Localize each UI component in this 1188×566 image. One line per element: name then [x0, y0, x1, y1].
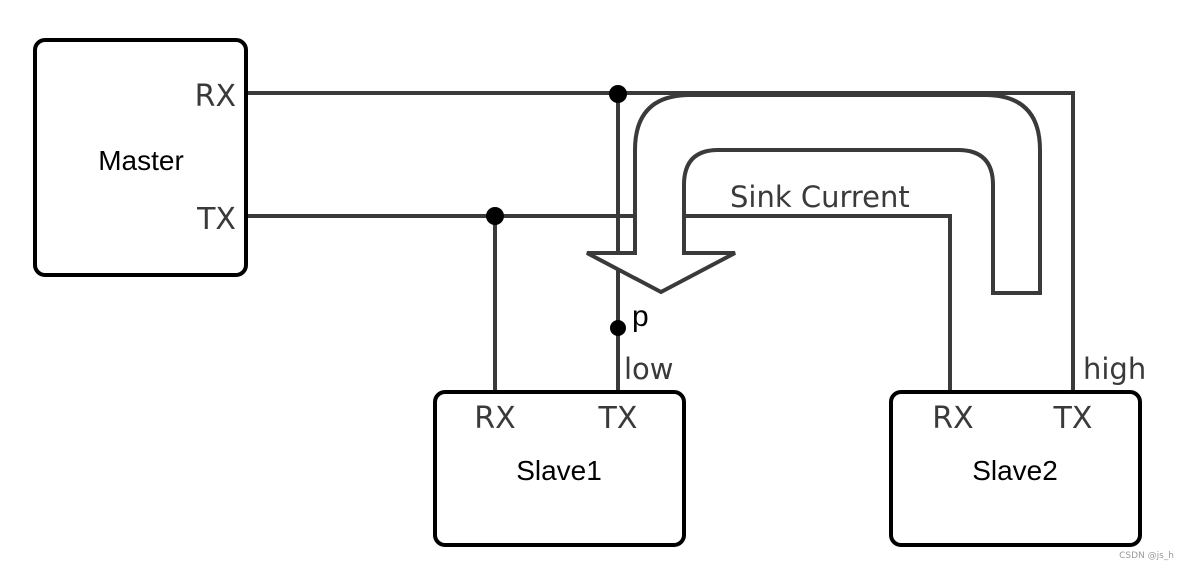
junction-dot-rx: [609, 85, 627, 103]
master-rx-bus-wire: [246, 91, 1075, 392]
master-block: Master RX TX: [33, 38, 248, 277]
slave2-title: Slave2: [972, 455, 1058, 486]
master-box: [33, 38, 248, 277]
low-label: low: [624, 352, 674, 386]
high-label: high: [1083, 352, 1146, 386]
sink-current-arrow: [586, 93, 1042, 295]
slave2-tx-label: TX: [1053, 401, 1093, 436]
wires: [246, 91, 1075, 392]
junction-dot-tx: [486, 207, 504, 225]
sink-current-label: Sink Current: [730, 180, 910, 214]
slave1-rx-label: RX: [474, 401, 515, 436]
master-tx-bus-wire: [246, 214, 952, 392]
master-tx-label: TX: [196, 202, 236, 237]
slave1-block: RX TX Slave1: [433, 390, 686, 547]
master-rx-label: RX: [195, 79, 236, 114]
master-title: Master: [98, 145, 184, 176]
slave2-rx-label: RX: [932, 401, 973, 436]
slave1-box: [433, 390, 686, 547]
slave1-title: Slave1: [516, 455, 602, 486]
junctions: [486, 85, 627, 336]
slave1-tx-label: TX: [598, 401, 638, 436]
node-p-label: p: [632, 300, 649, 333]
node-p-dot: [610, 320, 626, 336]
annotations: Sink Current p low high: [624, 180, 1146, 386]
watermark: CSDN @js_h: [1119, 551, 1174, 561]
slave2-block: RX TX Slave2: [889, 390, 1142, 547]
slave2-box: [889, 390, 1142, 547]
